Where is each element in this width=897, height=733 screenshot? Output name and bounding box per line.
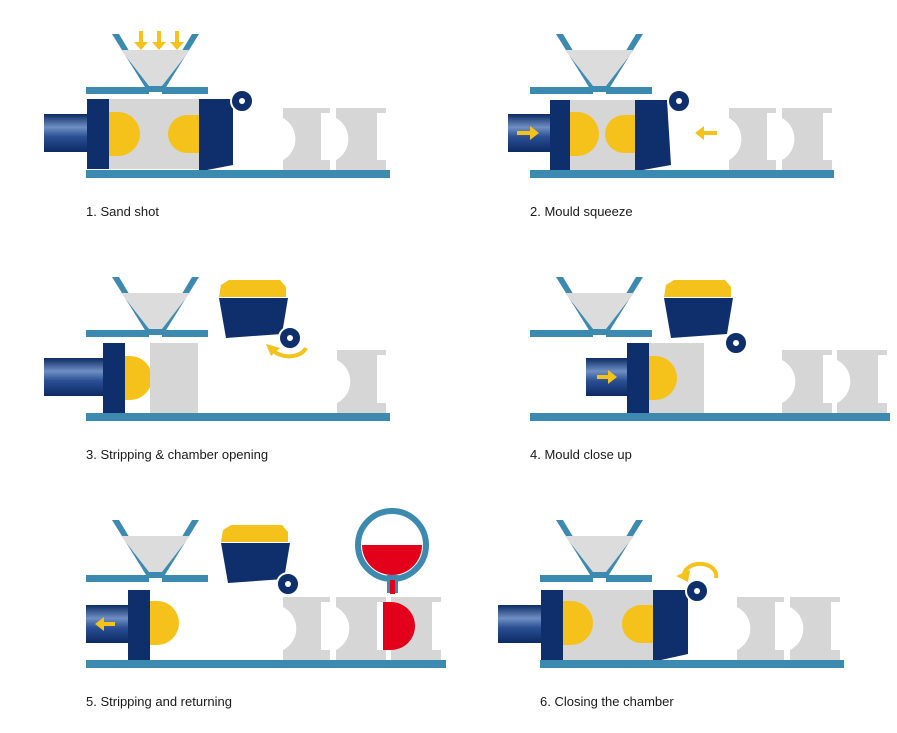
funnel-icon — [112, 277, 199, 335]
sand-mould — [150, 343, 198, 413]
funnel-icon — [112, 34, 199, 92]
pivot-icon — [276, 572, 300, 596]
chamber-top-plate — [86, 575, 149, 582]
mould-string — [337, 350, 386, 413]
pattern-plate — [150, 601, 179, 645]
step-5-panel: 5. Stripping and returning — [86, 508, 446, 709]
conveyor-rail — [540, 660, 844, 668]
step-2-panel: 2. Mould squeeze — [508, 34, 834, 219]
step-6-panel: 6. Closing the chamber — [498, 520, 844, 709]
step-caption: 5. Stripping and returning — [86, 694, 232, 709]
step-4-panel: 4. Mould close up — [530, 277, 890, 462]
step-caption: 6. Closing the chamber — [540, 694, 674, 709]
step-3-panel: 3. Stripping & chamber opening — [44, 277, 390, 462]
swing-plate-raised — [221, 525, 290, 583]
swing-plate — [635, 100, 671, 170]
pattern-plate — [125, 356, 152, 400]
chamber-top-plate — [86, 330, 149, 337]
arrow-right-icon — [517, 126, 539, 140]
squeeze-plate — [627, 343, 649, 413]
arrow-left-icon — [95, 617, 115, 631]
piston-rod — [498, 605, 544, 643]
mould-string — [782, 350, 887, 413]
swing-plate — [653, 590, 688, 660]
rotate-arrow-icon — [676, 561, 719, 582]
conveyor-rail — [86, 413, 390, 421]
conveyor-rail — [86, 170, 390, 178]
pivot-icon — [667, 89, 691, 113]
swing-plate — [199, 99, 233, 170]
squeeze-plate — [128, 590, 150, 660]
pattern-plate — [649, 356, 677, 400]
chamber-top-plate — [162, 575, 208, 582]
swing-plate-raised — [664, 280, 733, 338]
funnel-icon — [556, 520, 643, 578]
conveyor-rail — [530, 413, 890, 421]
pattern-plate — [563, 601, 593, 645]
chamber-top-plate — [162, 87, 208, 94]
chamber-top-plate — [606, 330, 652, 337]
pattern-plate — [168, 115, 199, 153]
mould-string — [729, 108, 832, 170]
piston-rod — [44, 114, 90, 152]
pivot-icon — [724, 331, 748, 355]
step-caption: 3. Stripping & chamber opening — [86, 447, 268, 462]
pattern-plate — [622, 605, 653, 643]
step-caption: 1. Sand shot — [86, 204, 159, 219]
chamber-top-plate — [86, 87, 149, 94]
chamber-top-plate — [162, 330, 208, 337]
step-caption: 2. Mould squeeze — [530, 204, 633, 219]
squeeze-plate — [87, 99, 109, 169]
molten-metal — [383, 602, 415, 650]
arrow-down-icon — [134, 31, 184, 50]
mould-string — [283, 108, 386, 170]
step-1-panel: 1. Sand shot — [44, 31, 390, 219]
chamber-top-plate — [606, 87, 652, 94]
funnel-icon — [556, 277, 643, 335]
pivot-icon — [230, 89, 254, 113]
conveyor-rail — [530, 170, 834, 178]
ladle-icon — [355, 508, 429, 594]
pattern-plate — [605, 115, 635, 153]
pattern-plate — [570, 112, 599, 156]
chamber-top-plate — [540, 575, 593, 582]
pivot-icon — [685, 579, 709, 603]
mould-string — [737, 597, 840, 660]
pivot-icon — [278, 326, 302, 350]
funnel-icon — [112, 520, 199, 578]
chamber-top-plate — [530, 87, 593, 94]
funnel-icon — [556, 34, 643, 92]
squeeze-plate — [541, 590, 563, 660]
squeeze-plate — [103, 343, 125, 413]
chamber-top-plate — [530, 330, 593, 337]
pattern-plate — [109, 112, 140, 156]
conveyor-rail — [86, 660, 446, 668]
step-caption: 4. Mould close up — [530, 447, 632, 462]
arrow-right-icon — [597, 370, 617, 384]
mould-string — [283, 597, 441, 660]
arrow-left-icon — [695, 126, 717, 140]
squeeze-plate — [550, 100, 570, 170]
chamber-top-plate — [606, 575, 652, 582]
rotate-arrow-icon — [266, 344, 308, 359]
swing-plate-raised — [219, 280, 288, 338]
